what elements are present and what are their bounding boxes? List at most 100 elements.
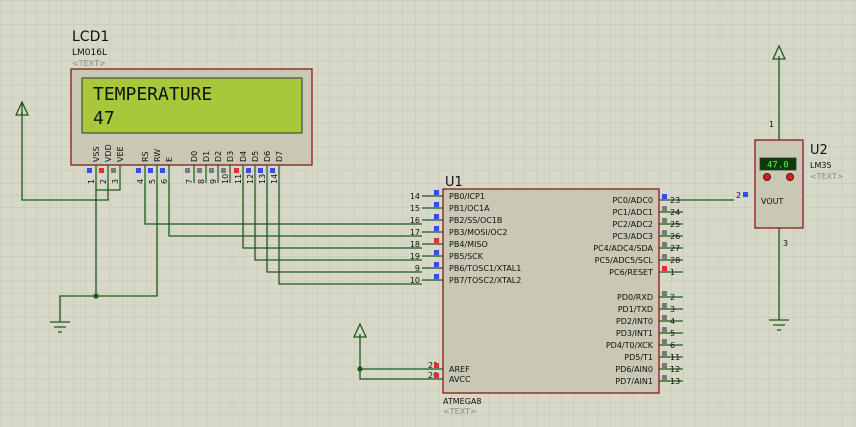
lcd-pin-name: D0 (190, 151, 199, 162)
lcd-pin-name: VSS (92, 146, 101, 162)
lcd-pin-square[interactable] (185, 168, 190, 173)
mcu-pin-number: 6 (670, 341, 675, 350)
junction-dot (357, 366, 363, 372)
lcd-pin-square[interactable] (99, 168, 104, 173)
lcd-model: LM016L (72, 48, 107, 58)
mcu-pin-square[interactable] (662, 242, 667, 247)
lcd-pin-number: 12 (246, 174, 255, 184)
lcd-pin-square[interactable] (270, 168, 275, 173)
lcd-pin-number: 14 (270, 174, 279, 184)
lcd-pin-square[interactable] (246, 168, 251, 173)
mcu-pin-label: PC6/RESET (609, 268, 653, 277)
mcu-pin-number: 15 (410, 204, 420, 213)
lcd-pin-number: 7 (185, 179, 194, 184)
sensor-pin-out-square[interactable] (743, 192, 748, 197)
mcu-pin-square[interactable] (434, 238, 439, 243)
mcu-pin-square[interactable] (662, 218, 667, 223)
lcd-line1: TEMPERATURE (93, 84, 212, 105)
mcu-pin-square[interactable] (662, 230, 667, 235)
mcu-pin-number: 10 (410, 276, 420, 285)
mcu-pin-label: PD6/AIN0 (615, 365, 653, 374)
mcu-pin-square[interactable] (434, 262, 439, 267)
mcu-pin-square[interactable] (662, 375, 667, 380)
mcu-pin-square[interactable] (662, 363, 667, 368)
ground-icon (769, 319, 789, 331)
mcu-pin-square[interactable] (434, 363, 439, 368)
mcu-pin-number: 26 (670, 232, 680, 241)
mcu-pin-square[interactable] (662, 266, 667, 271)
mcu-pin-square[interactable] (434, 373, 439, 378)
mcu-pin-square[interactable] (662, 339, 667, 344)
mcu-pin-square[interactable] (434, 214, 439, 219)
lcd-pin-name: VDD (104, 144, 113, 162)
lcd-pins: VSS1VDD2VEE3RS4RW5E6D07D18D29D310D411D51… (87, 144, 284, 184)
mcu-pin-label: PD1/TXD (618, 305, 653, 314)
mcu-pin-square[interactable] (434, 250, 439, 255)
mcu-pin-square[interactable] (434, 202, 439, 207)
mcu-pin-number: 17 (410, 228, 420, 237)
mcu-pin-number: 28 (670, 256, 680, 265)
lcd-pin-name: D5 (251, 151, 260, 162)
lcd-pin-square[interactable] (209, 168, 214, 173)
lcd-pin-square[interactable] (258, 168, 263, 173)
lcd-pin-number: 8 (197, 179, 206, 184)
mcu-pin-square[interactable] (662, 351, 667, 356)
lcd-pin-square[interactable] (160, 168, 165, 173)
lcd-pin-square[interactable] (111, 168, 116, 173)
mcu-pin-square[interactable] (662, 206, 667, 211)
wire-d5 (254, 183, 422, 261)
lcd-pin-square[interactable] (87, 168, 92, 173)
mcu-pin-square[interactable] (662, 327, 667, 332)
mcu-pin-square[interactable] (434, 274, 439, 279)
lcd-pin-number: 5 (148, 179, 157, 184)
sensor-model: LM35 (810, 161, 832, 170)
mcu-pin-label: PC2/ADC2 (612, 220, 653, 229)
lcd-pin-name: RW (153, 149, 162, 162)
lcd-pin-number: 11 (234, 174, 243, 184)
mcu-pin-number: 4 (670, 317, 675, 326)
sensor-button-icon[interactable] (763, 172, 772, 181)
lcd-pin-number: 1 (87, 179, 96, 184)
mcu-pin-square[interactable] (662, 291, 667, 296)
mcu-pin-square[interactable] (434, 226, 439, 231)
sensor-pin-out-num: 2 (736, 191, 741, 200)
lcd-pin-number: 6 (160, 179, 169, 184)
wire-d4 (242, 183, 422, 249)
mcu-pin-number: 3 (670, 305, 675, 314)
lcd-pin-name: D3 (226, 151, 235, 162)
lcd-pin-square[interactable] (221, 168, 226, 173)
mcu-pin-label: PC4/ADC4/SDA (593, 244, 653, 253)
lcd-ref: LCD1 (72, 29, 109, 45)
sensor-pin-bottom-num: 3 (783, 239, 788, 248)
mcu-pin-label: PB0/ICP1 (449, 192, 485, 201)
lcd-pin-number: 9 (209, 179, 218, 184)
mcu-pin-number: 1 (670, 268, 675, 277)
mcu-pin-square[interactable] (662, 194, 667, 199)
lcd-pin-square[interactable] (148, 168, 153, 173)
lcd-pin-square[interactable] (234, 168, 239, 173)
wire-vee-ground (96, 183, 121, 191)
mcu-pin-number: 2 (670, 293, 675, 302)
lcd-pin-square[interactable] (197, 168, 202, 173)
mcu-pin-square[interactable] (434, 190, 439, 195)
mcu-pin-square[interactable] (662, 303, 667, 308)
sensor-text-tag: <TEXT> (810, 172, 844, 181)
ground-icon (50, 321, 70, 333)
mcu-pin-square[interactable] (662, 254, 667, 259)
lcd-text-tag: <TEXT> (72, 59, 106, 68)
mcu-pin-number: 24 (670, 208, 680, 217)
wire-d7 (278, 183, 422, 285)
mcu-pin-number: 20 (428, 371, 438, 380)
mcu-pin-label: PB7/TOSC2/XTAL2 (449, 276, 521, 285)
lcd-component[interactable]: LCD1 LM016L <TEXT> TEMPERATURE 47 VSS1VD… (70, 29, 313, 184)
mcu-pin-square[interactable] (662, 315, 667, 320)
sensor-button-icon[interactable] (786, 172, 795, 181)
power-arrow-icon (352, 322, 368, 338)
mcu-pin-label: PD7/AIN1 (615, 377, 653, 386)
mcu-pin-number: 19 (410, 252, 420, 261)
lcd-pin-number: 2 (99, 179, 108, 184)
sensor-component[interactable]: 47.0 VOUT U2 LM35 <TEXT> 1 2 3 (736, 120, 844, 248)
lcd-pin-square[interactable] (136, 168, 141, 173)
